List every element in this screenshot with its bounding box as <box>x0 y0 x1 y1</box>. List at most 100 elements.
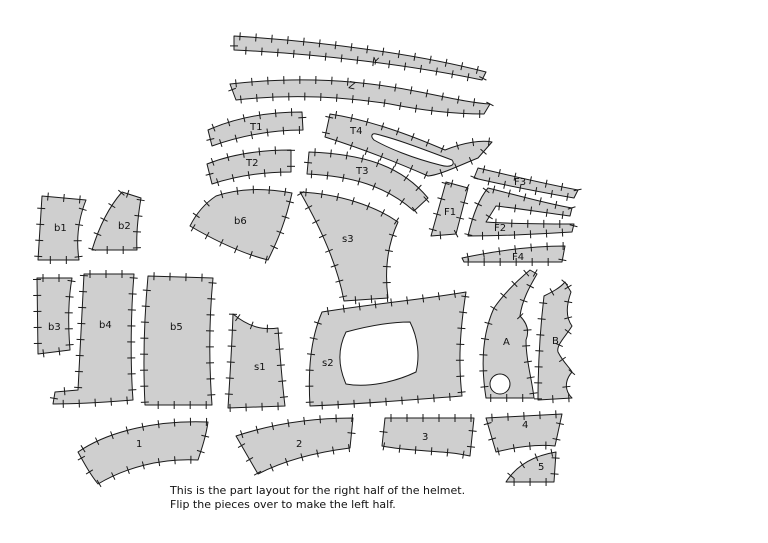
alignment-tick <box>518 183 522 193</box>
alignment-tick <box>399 198 405 206</box>
alignment-tick <box>190 224 196 232</box>
alignment-tick <box>264 255 268 264</box>
alignment-tick <box>210 157 215 166</box>
alignment-tick <box>211 123 216 132</box>
alignment-tick <box>226 118 231 127</box>
piece-label-2: 2 <box>296 439 302 450</box>
alignment-tick <box>439 231 442 240</box>
alignment-tick <box>216 178 220 187</box>
alignment-tick <box>208 282 217 284</box>
alignment-tick <box>428 228 437 232</box>
alignment-tick <box>523 269 530 277</box>
layout-caption: This is the part layout for the right ha… <box>170 484 465 512</box>
alignment-tick <box>308 51 311 60</box>
alignment-tick <box>269 463 274 472</box>
piece-2: 2 <box>235 417 354 475</box>
alignment-tick <box>312 219 320 224</box>
alignment-tick <box>462 450 465 459</box>
alignment-tick <box>444 58 448 67</box>
alignment-tick <box>472 98 476 107</box>
alignment-tick <box>287 419 290 428</box>
alignment-tick <box>480 385 489 388</box>
alignment-tick <box>78 207 87 211</box>
alignment-tick <box>326 307 330 316</box>
alignment-tick <box>466 445 475 448</box>
alignment-tick <box>500 292 507 299</box>
alignment-tick <box>413 52 416 61</box>
alignment-tick <box>498 169 501 178</box>
alignment-tick <box>414 446 417 455</box>
alignment-tick <box>47 192 49 201</box>
alignment-tick <box>475 65 479 74</box>
alignment-tick <box>361 154 364 163</box>
alignment-tick <box>441 92 444 101</box>
alignment-tick <box>75 223 84 226</box>
alignment-tick <box>415 184 422 192</box>
alignment-tick <box>399 101 402 110</box>
alignment-tick <box>367 96 370 105</box>
alignment-tick <box>111 472 116 480</box>
alignment-tick <box>332 446 335 455</box>
alignment-tick <box>440 145 445 153</box>
alignment-tick <box>514 204 517 213</box>
alignment-tick <box>204 231 210 240</box>
alignment-tick <box>539 302 548 304</box>
alignment-tick <box>219 139 223 148</box>
alignment-tick <box>125 426 129 435</box>
alignment-tick <box>388 60 391 69</box>
alignment-tick <box>63 193 65 203</box>
alignment-tick <box>382 47 385 56</box>
alignment-tick <box>435 67 438 76</box>
alignment-tick <box>456 216 465 220</box>
alignment-tick <box>403 62 407 71</box>
alignment-tick <box>74 255 83 258</box>
alignment-tick <box>430 106 433 115</box>
alignment-tick <box>351 95 354 104</box>
piece-a: A <box>482 269 538 399</box>
alignment-tick <box>538 197 542 206</box>
alignment-tick <box>534 453 539 462</box>
piece-label-1: 1 <box>136 439 142 450</box>
piece-f1: F1 <box>430 181 469 237</box>
piece-label-b5: b5 <box>170 322 183 333</box>
alignment-tick <box>453 229 459 238</box>
alignment-tick <box>378 81 381 90</box>
alignment-tick <box>250 131 254 140</box>
alignment-tick <box>380 122 385 131</box>
piece-label-5: 5 <box>538 462 544 473</box>
alignment-tick <box>464 233 473 236</box>
alignment-tick <box>455 141 460 150</box>
piece-label-a: A <box>503 337 510 348</box>
alignment-tick <box>88 247 97 251</box>
alignment-tick <box>562 385 571 388</box>
alignment-tick <box>529 392 538 395</box>
alignment-tick <box>474 202 482 207</box>
alignment-tick <box>544 179 548 188</box>
alignment-tick <box>136 198 145 202</box>
alignment-tick <box>297 190 305 196</box>
alignment-tick <box>382 265 391 268</box>
alignment-tick <box>174 456 176 465</box>
alignment-tick <box>173 418 176 427</box>
alignment-tick <box>464 184 470 192</box>
alignment-tick <box>256 94 258 103</box>
alignment-tick <box>514 245 517 254</box>
alignment-tick <box>350 114 353 123</box>
alignment-tick <box>523 360 532 363</box>
piece-5: 5 <box>505 451 557 483</box>
alignment-ticks <box>33 32 582 488</box>
alignment-tick <box>242 149 245 158</box>
piece-label-s3: s3 <box>342 234 354 245</box>
alignment-tick <box>393 217 400 225</box>
alignment-tick <box>275 348 284 351</box>
alignment-tick <box>551 457 560 459</box>
alignment-tick <box>362 79 365 88</box>
alignment-tick <box>274 332 283 335</box>
alignment-tick <box>523 193 527 202</box>
alignment-tick <box>207 298 216 300</box>
alignment-tick <box>379 152 384 161</box>
alignment-tick <box>409 86 413 95</box>
alignment-tick <box>480 148 487 155</box>
alignment-tick <box>409 164 414 173</box>
